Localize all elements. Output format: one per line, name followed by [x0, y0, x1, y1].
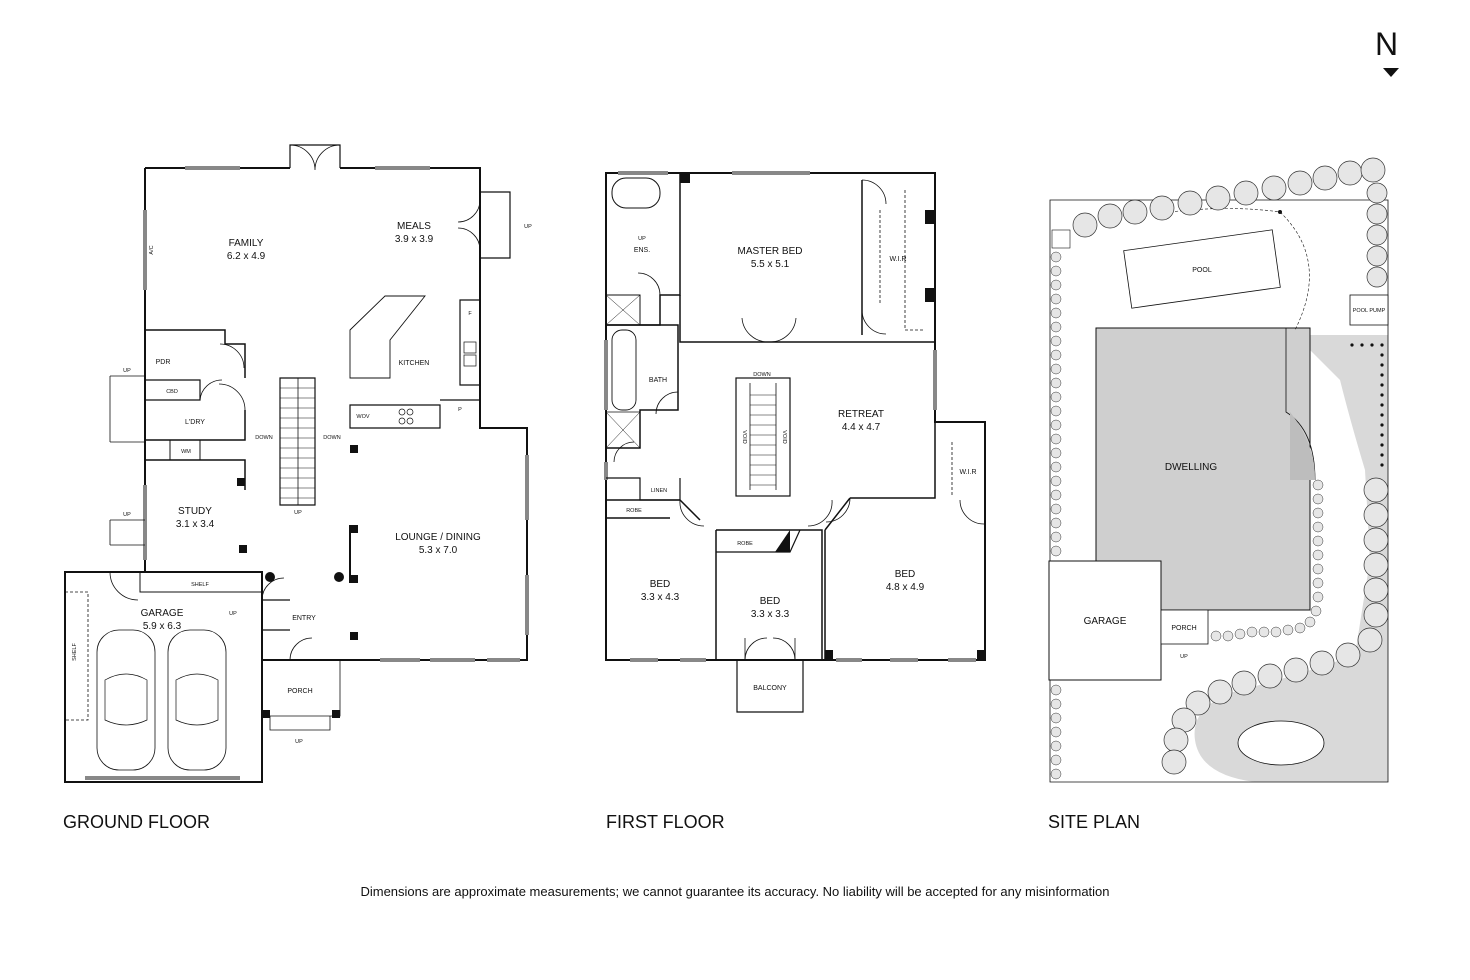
- north-arrow-icon: [1383, 68, 1399, 77]
- robe-label-center: ROBE: [737, 541, 753, 547]
- first-floor-labels: MASTER BED 5.5 x 5.1 ENS. UP W.I.R BATH …: [626, 236, 976, 692]
- laundry-up-label: UP: [123, 368, 131, 374]
- bed1-dims: 3.3 x 4.3: [641, 592, 680, 603]
- linen-label: LINEN: [651, 488, 667, 494]
- pdr-label: PDR: [156, 359, 171, 366]
- down-label-right: DOWN: [323, 435, 340, 441]
- laundry-label: L'DRY: [185, 419, 205, 426]
- lounge-label: LOUNGE / DINING: [395, 532, 481, 543]
- ac-label: A/C: [149, 245, 155, 254]
- study-dims: 3.1 x 3.4: [176, 519, 215, 530]
- robe-label-left: ROBE: [626, 508, 642, 514]
- ensuite-up-label: UP: [638, 236, 646, 242]
- balcony-label: BALCONY: [753, 685, 787, 692]
- pool-pump-label: POOL PUMP: [1353, 308, 1386, 314]
- kitchen-label: KITCHEN: [399, 360, 430, 367]
- site-porch-label: PORCH: [1171, 625, 1196, 632]
- bed3-label: BED: [895, 569, 916, 580]
- ground-floor-plan: [64, 144, 529, 783]
- lounge-dims: 5.3 x 7.0: [419, 545, 458, 556]
- disclaimer-text: Dimensions are approximate measurements;…: [360, 884, 1110, 899]
- garage-shelf-side-label: SHELF: [72, 642, 78, 660]
- hedge-trees: [1072, 157, 1389, 775]
- garage-dims: 5.9 x 6.3: [143, 621, 182, 632]
- bed3-dims: 4.8 x 4.9: [886, 582, 925, 593]
- meals-dims: 3.9 x 3.9: [395, 234, 434, 245]
- down-label-left: DOWN: [255, 435, 272, 441]
- porch-up-label: UP: [295, 739, 303, 745]
- bed1-label: BED: [650, 579, 671, 590]
- retreat-wir-label: W.I.R: [959, 469, 976, 476]
- stair-down-label: DOWN: [753, 372, 770, 378]
- entry-label: ENTRY: [292, 615, 316, 622]
- site-plan-title: SITE PLAN: [1048, 812, 1141, 832]
- retreat-dims: 4.4 x 4.7: [842, 422, 881, 433]
- dwelling-label: DWELLING: [1165, 462, 1217, 473]
- bed2-label: BED: [760, 596, 781, 607]
- master-wir-label: W.I.R: [889, 256, 906, 263]
- north-label: N: [1375, 26, 1399, 62]
- bath-label: BATH: [649, 377, 667, 384]
- ground-floor-title: GROUND FLOOR: [63, 812, 211, 832]
- garage-label: GARAGE: [141, 608, 184, 619]
- porch-label: PORCH: [287, 688, 312, 695]
- wm-label: WM: [181, 449, 191, 455]
- wov-label: WOV: [356, 414, 369, 420]
- site-garage-label: GARAGE: [1084, 616, 1127, 627]
- ensuite-label: ENS.: [634, 247, 650, 254]
- family-label: FAMILY: [229, 238, 264, 249]
- study-label: STUDY: [178, 506, 212, 517]
- site-plan: [1048, 157, 1389, 783]
- master-bed-dims: 5.5 x 5.1: [751, 259, 790, 270]
- stair-up-label: UP: [294, 510, 302, 516]
- void-label-left: VOID: [741, 430, 747, 443]
- pool-label: POOL: [1192, 267, 1212, 274]
- void-label-right: VOID: [781, 430, 787, 443]
- meals-label: MEALS: [397, 221, 431, 232]
- site-porch-up-label: UP: [1180, 654, 1188, 660]
- first-floor-title: FIRST FLOOR: [606, 812, 725, 832]
- master-bed-label: MASTER BED: [737, 246, 802, 257]
- first-floor-plan: [604, 171, 986, 713]
- fridge-label: F: [468, 311, 472, 317]
- ground-floor-labels: FAMILY 6.2 x 4.9 MEALS 3.9 x 3.9 KITCHEN…: [72, 221, 532, 745]
- garage-shelf-top-label: SHELF: [191, 582, 209, 588]
- family-dims: 6.2 x 4.9: [227, 251, 266, 262]
- meals-up-label: UP: [524, 224, 532, 230]
- bed2-dims: 3.3 x 3.3: [751, 609, 790, 620]
- site-plan-labels: POOL POOL PUMP DWELLING GARAGE PORCH UP: [1084, 267, 1386, 660]
- cbd-label: CBD: [166, 389, 178, 395]
- study-up-label: UP: [123, 512, 131, 518]
- pantry-label: P: [458, 407, 462, 413]
- garage-up-label: UP: [229, 611, 237, 617]
- retreat-label: RETREAT: [838, 409, 884, 420]
